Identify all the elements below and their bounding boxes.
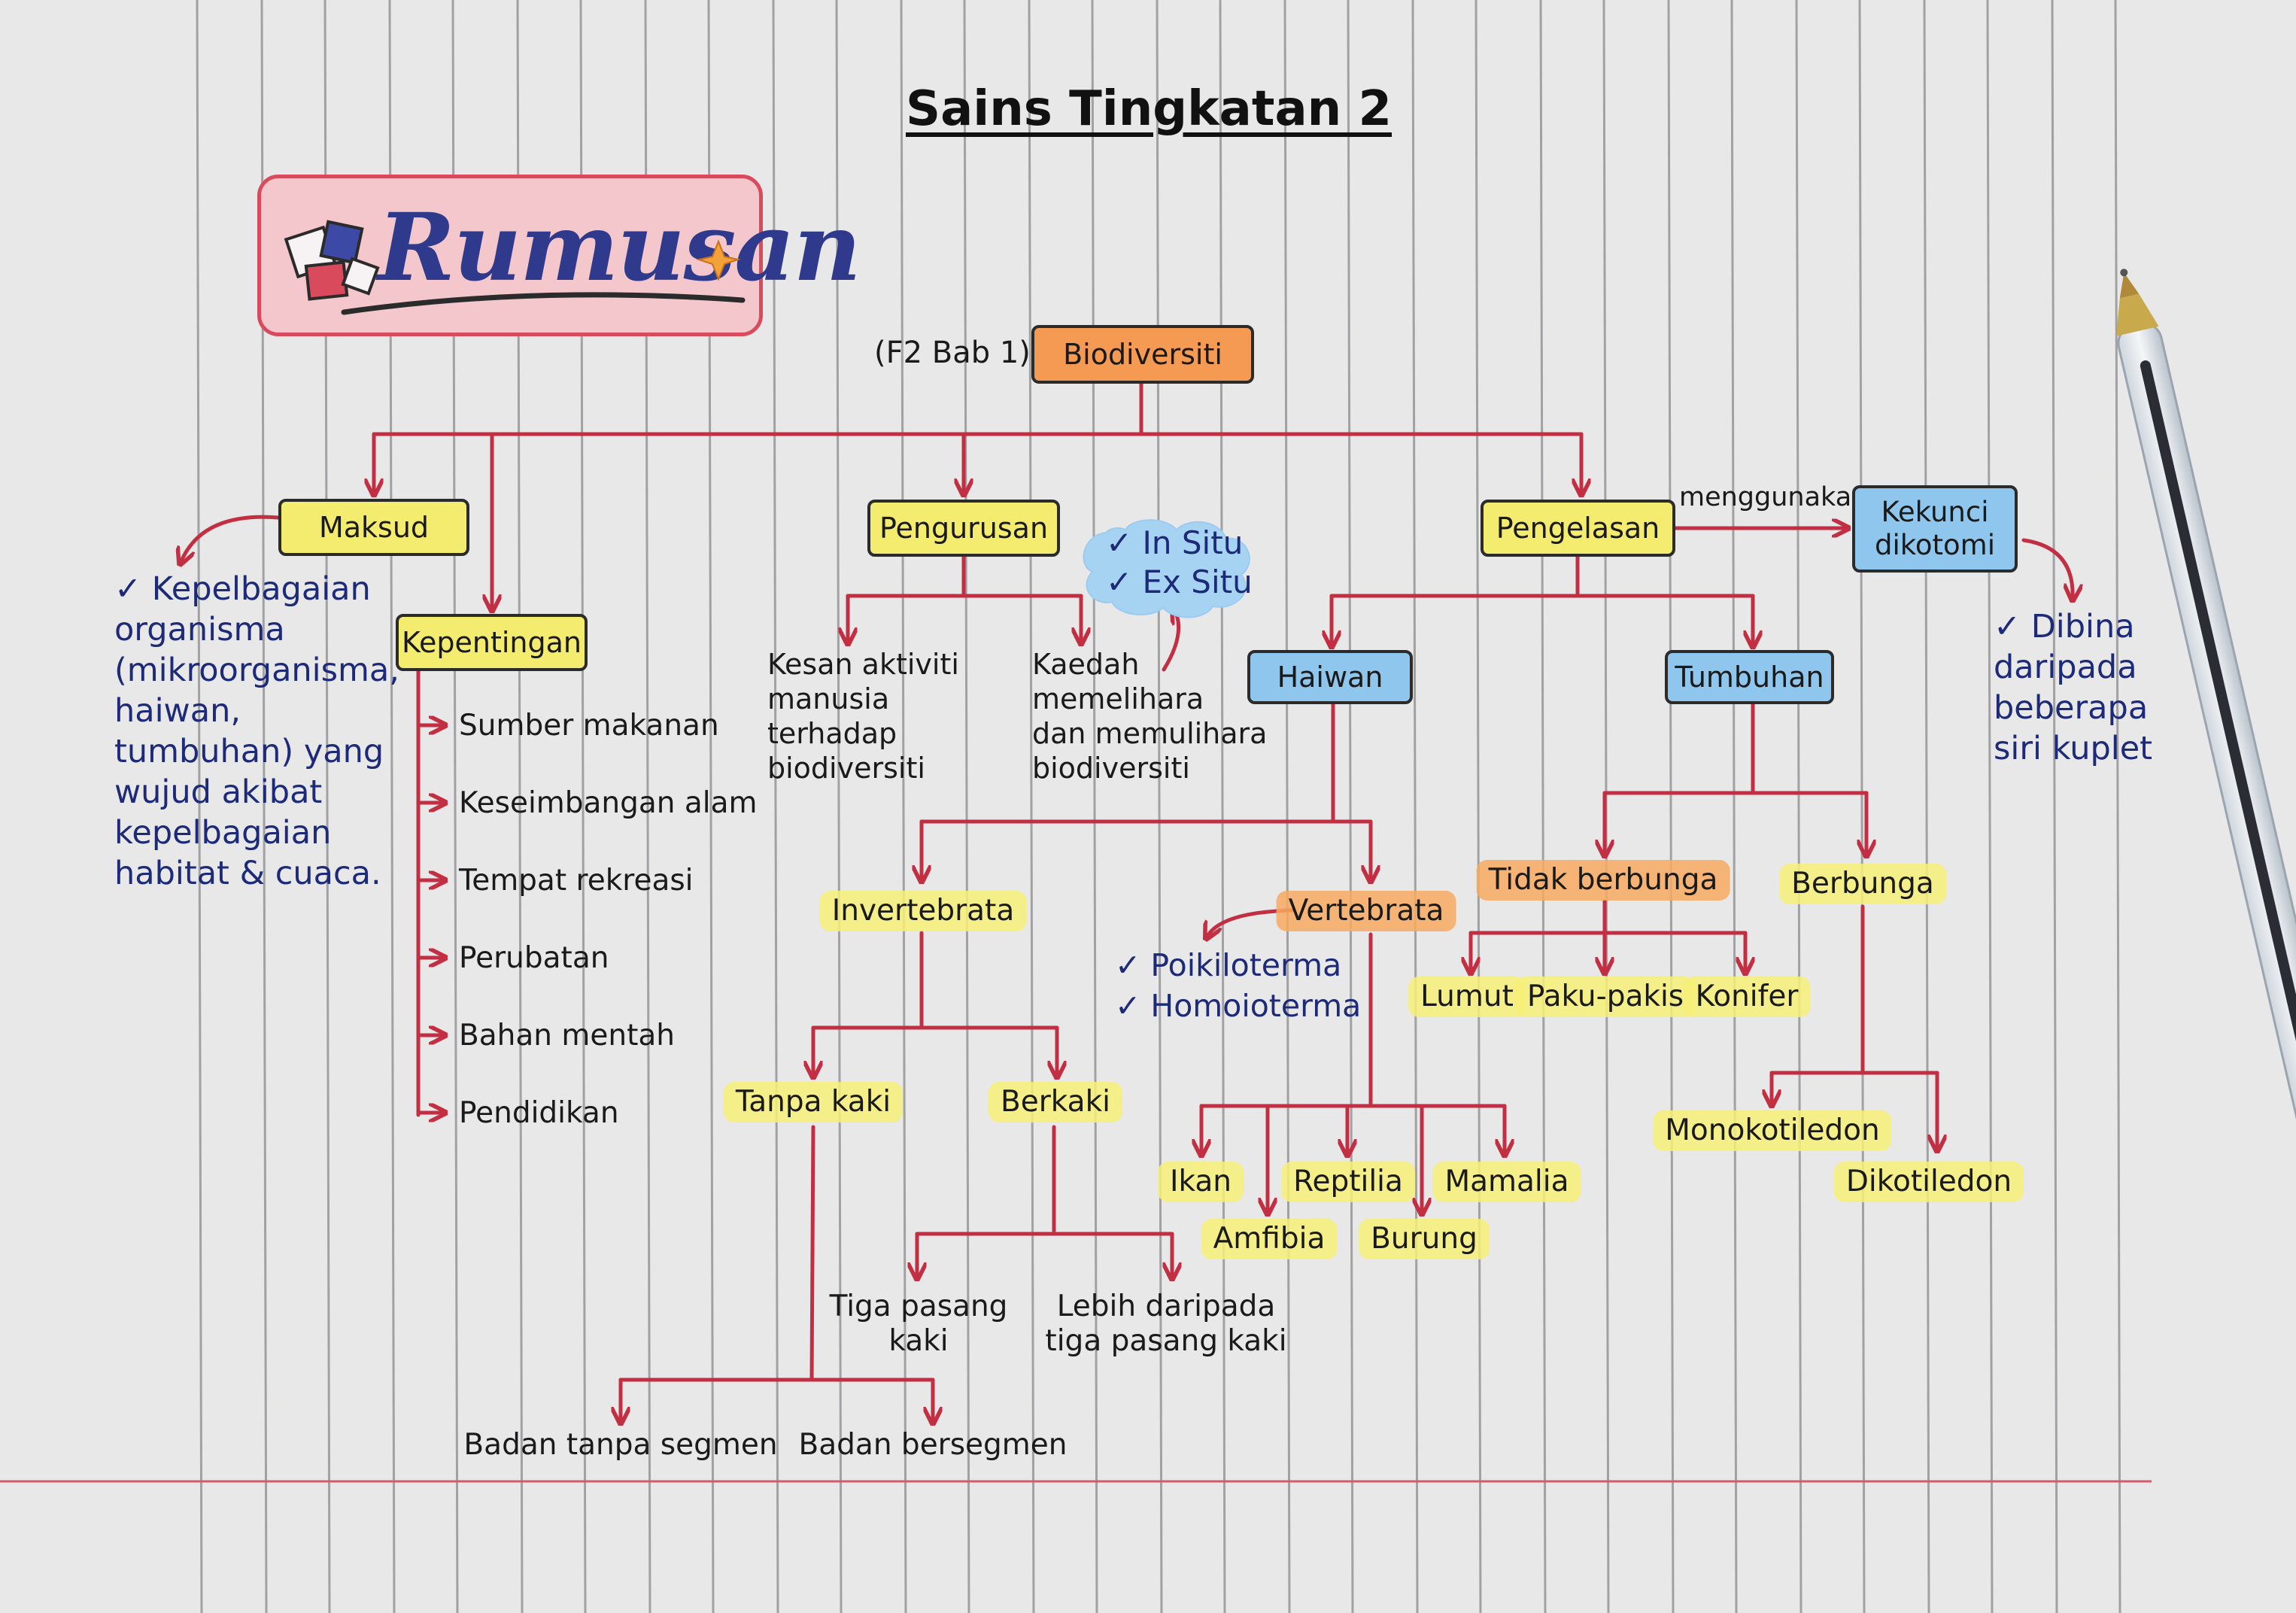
node-mamalia: Mamalia (1432, 1162, 1581, 1202)
ruled-line (1858, 0, 1866, 1613)
ruled-line (900, 0, 907, 1613)
ruled-line (1347, 0, 1354, 1613)
node-haiwan: Haiwan (1247, 650, 1413, 704)
node-paku-pakis: Paku-pakis (1514, 977, 1696, 1017)
node-kekunci-dikotomi: Kekunci dikotomi (1852, 485, 2018, 573)
ruled-line (196, 0, 203, 1613)
ruled-line (1411, 0, 1419, 1613)
kepentingan-item: Pendidikan (459, 1096, 619, 1130)
ruled-line (1028, 0, 1035, 1613)
node-biodiversiti: Biodiversiti (1031, 325, 1254, 384)
ruled-line (772, 0, 779, 1613)
note-kekunci: ✓ Dibina daripada beberapa siri kuplet (1994, 608, 2153, 767)
node-vertebrata: Vertebrata (1276, 891, 1456, 931)
ruled-line (2051, 0, 2058, 1613)
label-menggunakan: menggunakan (1679, 482, 1869, 512)
ruled-line (1474, 0, 1482, 1613)
situ-cloud (1083, 519, 1250, 618)
ruled-line (1283, 0, 1291, 1613)
node-tanpa-kaki: Tanpa kaki (723, 1082, 904, 1122)
note-situ: ✓ In Situ ✓ Ex Situ (1106, 524, 1253, 600)
logo-text: Rumusan (378, 193, 861, 302)
label-tiga-pasang-kaki: Tiga pasang kaki (829, 1289, 1008, 1358)
node-konifer: Konifer (1683, 977, 1811, 1017)
ruled-line (1219, 0, 1226, 1613)
ruled-line (1091, 0, 1098, 1613)
logo-swoosh (341, 292, 746, 315)
label-badan-bersegmen: Badan bersegmen (798, 1428, 1068, 1462)
node-maksud: Maksud (278, 499, 469, 556)
node-reptilia: Reptilia (1281, 1162, 1415, 1202)
sparkle-icon (696, 239, 741, 281)
kepentingan-item: Keseimbangan alam (459, 786, 758, 820)
node-tidak-berbunga: Tidak berbunga (1476, 860, 1730, 901)
node-monokotiledon: Monokotiledon (1653, 1110, 1892, 1151)
ruled-line (1795, 0, 1802, 1613)
node-lumut: Lumut (1408, 977, 1526, 1017)
node-tumbuhan: Tumbuhan (1665, 650, 1834, 704)
ruled-line (1539, 0, 1547, 1613)
kepentingan-item: Perubatan (459, 941, 609, 975)
kepentingan-item: Bahan mentah (459, 1019, 675, 1053)
label-kaedah: Kaedah memelihara dan memulihara biodive… (1032, 648, 1268, 785)
rumusan-logo: Rumusan (257, 175, 861, 336)
note-maksud: ✓ Kepelbagaian organisma (mikroorganisma… (114, 570, 399, 892)
ruled-line (1156, 0, 1163, 1613)
node-ikan: Ikan (1157, 1162, 1244, 1202)
ruled-line (1667, 0, 1675, 1613)
node-invertebrata: Invertebrata (819, 891, 1027, 931)
pen-image (2116, 269, 2296, 1294)
kepentingan-item: Sumber makanan (459, 709, 719, 743)
ruled-line (1923, 0, 1930, 1613)
ruled-line (835, 0, 843, 1613)
node-berkaki: Berkaki (988, 1082, 1123, 1122)
page-title: Sains Tingkatan 2 (905, 81, 1392, 137)
node-burung: Burung (1359, 1219, 1490, 1259)
label-kesan: Kesan aktiviti manusia terhadap biodiver… (767, 648, 959, 785)
ruled-line (1986, 0, 1994, 1613)
node-pengurusan: Pengurusan (867, 500, 1060, 557)
node-kepentingan: Kepentingan (396, 614, 588, 671)
label-badan-tanpa-segmen: Badan tanpa segmen (463, 1428, 778, 1462)
ruled-line (1730, 0, 1738, 1613)
ruled-line (2114, 0, 2121, 1613)
chapter-label: (F2 Bab 1) (874, 336, 1031, 370)
node-pengelasan: Pengelasan (1481, 500, 1675, 557)
ruled-line (963, 0, 970, 1613)
node-dikotiledon: Dikotiledon (1833, 1162, 2024, 1202)
cube-logo-icon (284, 220, 380, 301)
node-amfibia: Amfibia (1201, 1219, 1338, 1259)
kepentingan-item: Tempat rekreasi (459, 864, 694, 898)
label-lebih-tiga-pasang-kaki: Lebih daripada tiga pasang kaki (1045, 1289, 1287, 1358)
connectors (181, 381, 2073, 1422)
note-vertebrata: ✓ Poikiloterma ✓ Homoioterma (1115, 947, 1362, 1024)
node-berbunga: Berbunga (1779, 864, 1946, 904)
